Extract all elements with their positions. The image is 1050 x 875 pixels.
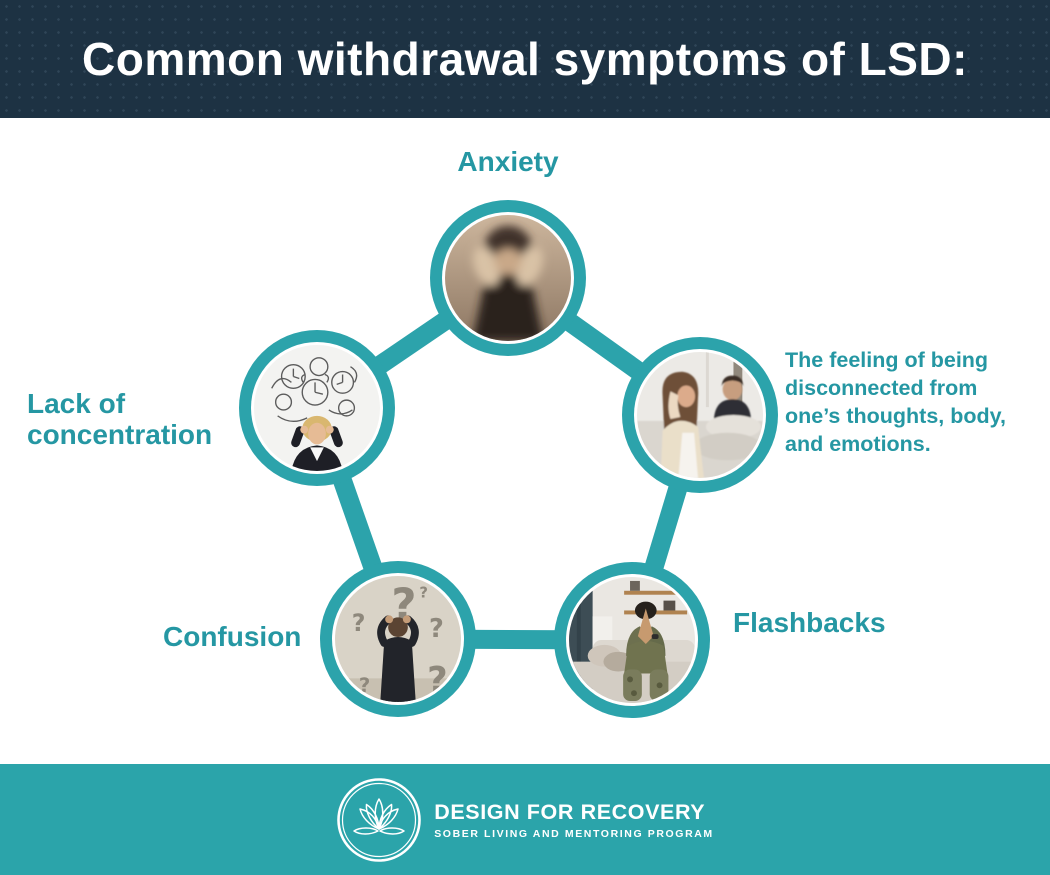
disconnection-photo <box>637 352 763 478</box>
svg-text:?: ? <box>352 609 366 637</box>
svg-text:?: ? <box>427 660 448 701</box>
disconnection-photo-frame <box>634 349 766 481</box>
label-confusion: Confusion <box>163 621 302 652</box>
node-confusion: ? ? ? ? ? ? <box>320 561 476 717</box>
node-flashbacks <box>554 562 710 718</box>
concentration-photo <box>254 345 380 471</box>
brand-text: DESIGN FOR RECOVERY SOBER LIVING AND MEN… <box>434 800 714 840</box>
confusion-photo-frame: ? ? ? ? ? ? <box>332 573 464 705</box>
flashbacks-photo-frame <box>566 574 698 706</box>
svg-text:?: ? <box>429 614 444 644</box>
flashbacks-photo <box>569 577 695 703</box>
node-anxiety <box>430 200 586 356</box>
label-disconnection: The feeling of being disconnected from o… <box>785 348 1006 456</box>
label-anxiety: Anxiety <box>457 146 559 177</box>
anxiety-photo <box>445 215 571 341</box>
footer-banner: DESIGN FOR RECOVERY SOBER LIVING AND MEN… <box>0 764 1050 875</box>
pentagon-diagram: ? ? ? ? ? ? <box>0 118 1050 764</box>
node-disconnection <box>622 337 778 493</box>
brand-tagline: SOBER LIVING AND MENTORING PROGRAM <box>434 827 714 840</box>
svg-text:?: ? <box>359 674 370 697</box>
brand-name: DESIGN FOR RECOVERY <box>434 799 706 824</box>
lotus-logo-icon <box>337 777 422 862</box>
confusion-photo: ? ? ? ? ? ? <box>335 576 461 702</box>
label-concentration: Lack of concentration <box>27 388 213 450</box>
header-banner: Common withdrawal symptoms of LSD: <box>0 0 1050 118</box>
concentration-photo-frame <box>251 342 383 474</box>
svg-text:?: ? <box>419 585 428 602</box>
label-flashbacks: Flashbacks <box>733 607 886 638</box>
node-concentration <box>239 330 395 486</box>
anxiety-photo-frame <box>442 212 574 344</box>
brand-block: DESIGN FOR RECOVERY SOBER LIVING AND MEN… <box>336 777 714 863</box>
page-title: Common withdrawal symptoms of LSD: <box>82 33 968 85</box>
